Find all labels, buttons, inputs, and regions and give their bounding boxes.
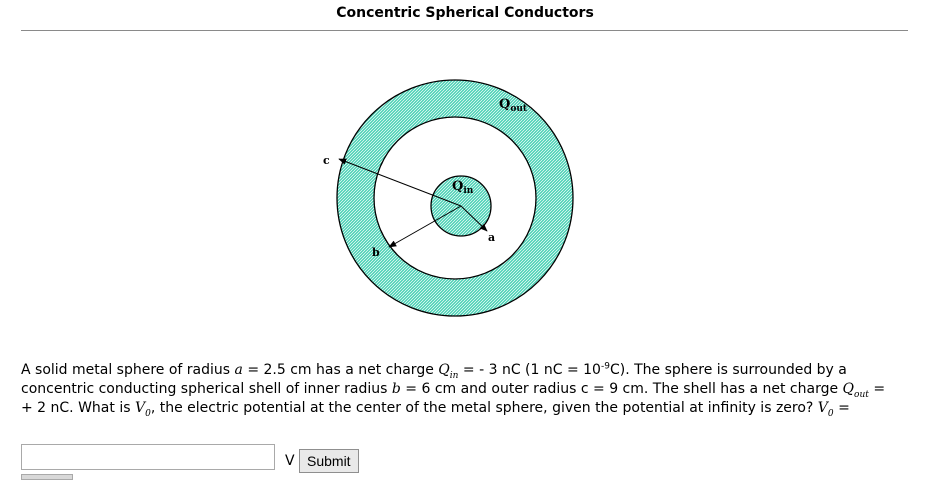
answer-input[interactable]	[21, 444, 275, 470]
unit-label: V	[285, 453, 295, 469]
q-out-label: Qout	[499, 97, 528, 114]
radius-a-label: a	[488, 231, 495, 244]
q-in-label: Qin	[452, 179, 474, 196]
next-answer-field-edge[interactable]	[21, 474, 73, 480]
radius-a-arrow	[460, 205, 488, 232]
radius-b-arrow	[388, 205, 462, 248]
radius-c-arrow	[338, 158, 462, 207]
problem-line-1: A solid metal sphere of radius a = 2.5 c…	[21, 361, 847, 381]
problem-statement: A solid metal sphere of radius a = 2.5 c…	[21, 361, 916, 418]
submit-button[interactable]: Submit	[299, 449, 359, 473]
problem-line-2: concentric conducting spherical shell of…	[21, 381, 886, 400]
outer-shell	[336, 79, 574, 317]
problem-line-3: + 2 nC. What is V0, the electric potenti…	[21, 400, 850, 419]
page-title: Concentric Spherical Conductors	[336, 5, 594, 21]
radius-c-label: c	[323, 154, 330, 167]
radius-b-label: b	[372, 246, 380, 259]
concentric-spheres-diagram: Qout Qin a b c	[323, 79, 574, 317]
title-divider	[21, 30, 908, 31]
